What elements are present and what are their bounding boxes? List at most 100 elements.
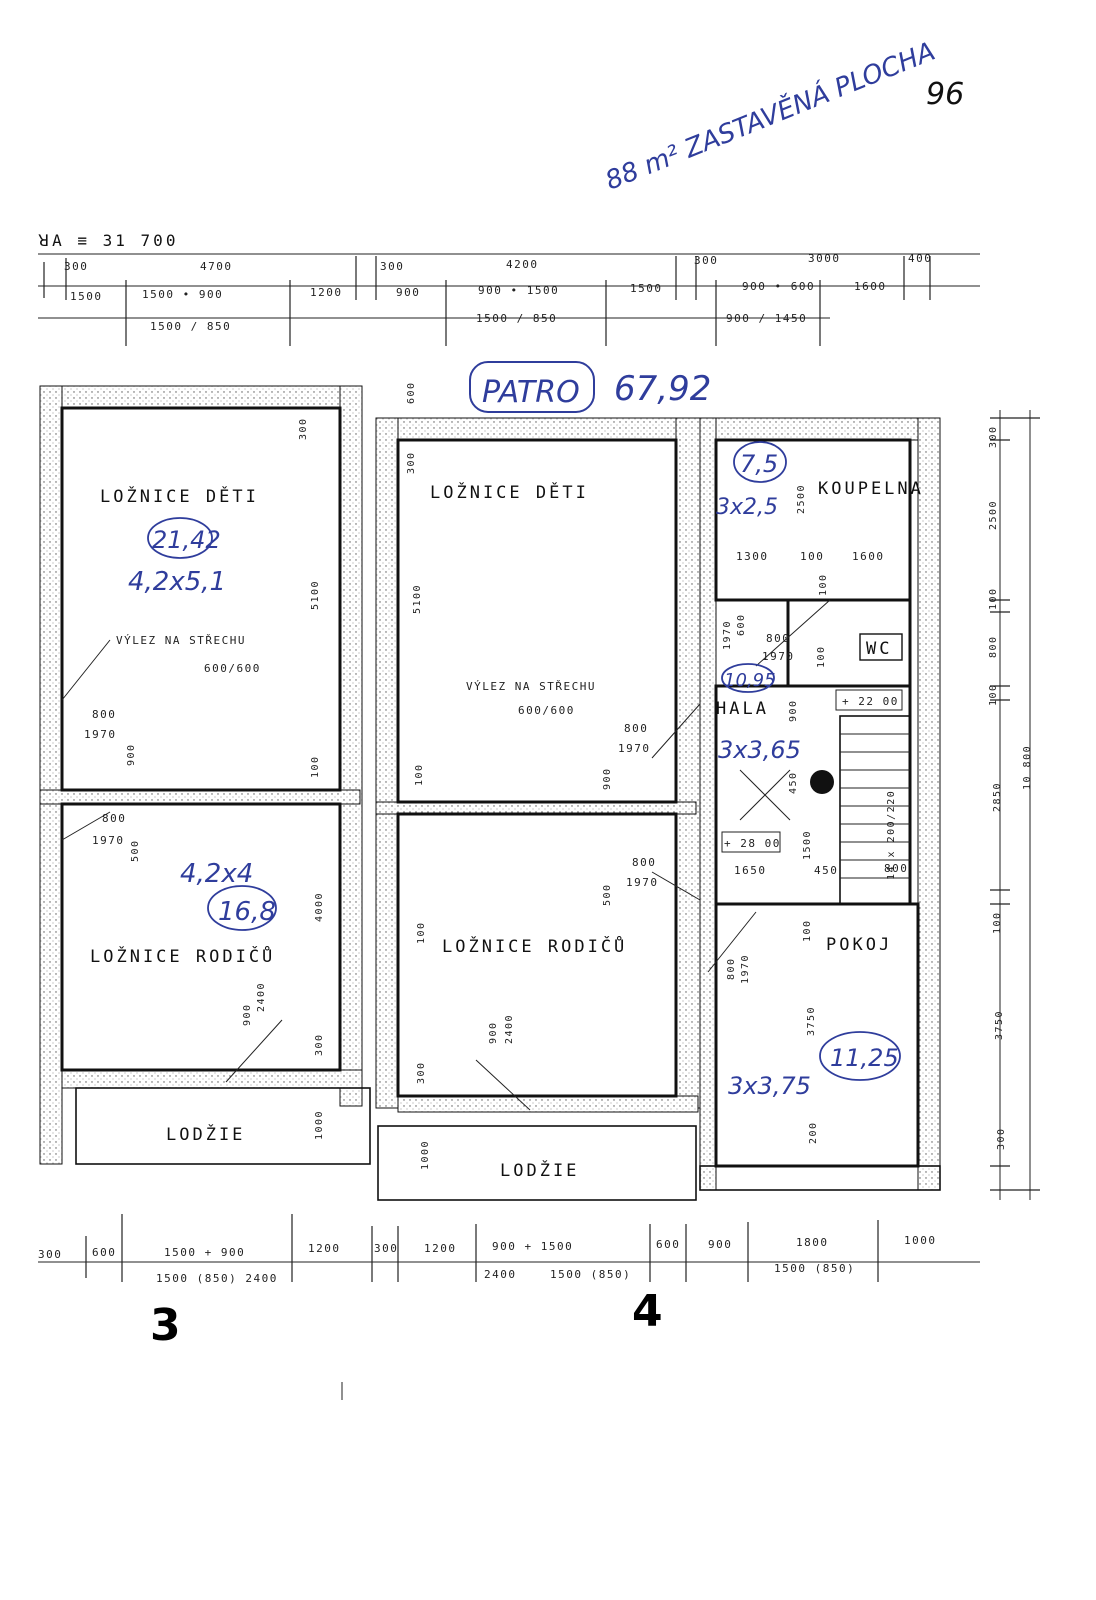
room-bathroom: KOUPELNA xyxy=(818,479,924,499)
bottom-dim-8: 600 xyxy=(656,1238,680,1251)
dim-1300: 1300 xyxy=(736,550,769,563)
bottom-dim-4: 1200 xyxy=(308,1242,341,1255)
dim-300b: 300 xyxy=(314,1033,325,1056)
dim-500a: 500 xyxy=(130,839,141,862)
bottom-dim-6: 1200 xyxy=(424,1242,457,1255)
dim-2400a: 2400 xyxy=(256,982,267,1012)
roof-access-mid: VÝLEZ NA STŘECHU xyxy=(466,680,596,693)
bottom-dim-5: 300 xyxy=(374,1242,398,1255)
bottom-dim-10: 1800 xyxy=(796,1236,829,1249)
bottom-dim-row2-3: 1500 (850) xyxy=(550,1268,631,1281)
top-dim-7: 400 xyxy=(908,252,932,265)
bottom-dim-row2-1: 1500 (850) 2400 xyxy=(156,1272,278,1285)
top-dim-6: 3000 xyxy=(808,252,841,265)
dim-100a: 100 xyxy=(310,755,321,778)
top-dim-row2-4: 900 xyxy=(396,286,420,299)
dim-900c: 900 xyxy=(488,1021,499,1044)
dim-1000b: 1000 xyxy=(420,1140,431,1170)
dim-100f: 100 xyxy=(816,645,827,668)
dim-300d: 300 xyxy=(416,1061,427,1084)
top-dim-row3-2: 1500 / 850 xyxy=(476,312,557,325)
door-800b: 800 xyxy=(102,812,126,825)
dim-900a: 900 xyxy=(126,743,137,766)
bottom-dim-3: 1500 + 900 xyxy=(164,1246,245,1259)
bottom-dim-9: 900 xyxy=(708,1238,732,1251)
area-note: 88 m² ZASTAVĚNÁ PLOCHA xyxy=(601,35,940,197)
top-dim-2: 4700 xyxy=(200,260,233,273)
dim-100d: 100 xyxy=(800,550,824,563)
door-800g: 800 xyxy=(726,957,737,980)
room-loggia-left: LODŽIE xyxy=(166,1123,245,1145)
walls xyxy=(39,385,941,1201)
top-dim-row2-6: 1500 xyxy=(630,282,663,295)
dim-1970e: 1970 xyxy=(722,620,733,650)
dim-300c: 300 xyxy=(406,451,417,474)
bottom-dim-row2-2: 2400 xyxy=(484,1268,517,1281)
door-swings xyxy=(61,599,831,1111)
stairs-label: 14 x 200/220 xyxy=(886,790,897,880)
interior-dimensions: 300 5100 100 4000 300 1000 600 300 5100 … xyxy=(84,381,908,1170)
top-dim-5: 300 xyxy=(694,254,718,267)
right-dim-4: 800 xyxy=(988,635,999,658)
dim-450a: 450 xyxy=(788,771,799,794)
right-dim-8: 3750 xyxy=(994,1010,1005,1040)
room-bedroom-kids-mid: LOŽNICE DĚTI xyxy=(430,481,589,503)
door-1970g: 1970 xyxy=(740,954,751,984)
right-dim-1: 300 xyxy=(988,425,999,448)
top-dim-row2-2: 1500 • 900 xyxy=(142,288,223,301)
dim-600: 600 xyxy=(406,381,417,404)
right-dim-6: 2850 xyxy=(992,782,1003,812)
dim-100g: 100 xyxy=(802,919,813,942)
bottom-dimension-chain: 300 600 1500 + 900 1200 300 1200 900 + 1… xyxy=(38,1214,980,1285)
floor-area: 67,92 xyxy=(614,369,711,409)
door-1970c: 1970 xyxy=(618,742,651,755)
area-pokoj: 11,25 xyxy=(830,1044,899,1072)
dim-100b: 100 xyxy=(414,763,425,786)
dim-600e: 600 xyxy=(736,613,747,636)
area-bathroom: 7,5 xyxy=(740,450,778,478)
dim-900b: 900 xyxy=(242,1003,253,1026)
dim-1000a: 1000 xyxy=(314,1110,325,1140)
bottom-dim-7: 900 + 1500 xyxy=(492,1240,573,1253)
door-800c: 800 xyxy=(624,722,648,735)
grid-axis-4: 4 xyxy=(632,1286,663,1337)
right-dim-2: 2500 xyxy=(988,500,999,530)
top-dim-row2-3: 1200 xyxy=(310,286,343,299)
dim-450b: 450 xyxy=(814,864,838,877)
dims-hall: 3x3,65 xyxy=(718,736,801,764)
roof-access-left-size: 600/600 xyxy=(204,662,261,675)
dim-500b: 500 xyxy=(602,883,613,906)
roof-access-mid-size: 600/600 xyxy=(518,704,575,717)
top-dim-row2-1: 1500 xyxy=(70,290,103,303)
bottom-dim-row2-4: 1500 (850) xyxy=(774,1262,855,1275)
dim-800e: 800 xyxy=(766,632,790,645)
dim-4000a: 4000 xyxy=(314,892,325,922)
room-bedroom-kids-left: LOŽNICE DĚTI xyxy=(100,485,259,507)
floor-title: PATRO 67,92 xyxy=(469,361,711,413)
right-dim-5: 100 xyxy=(988,683,999,706)
room-loggia-mid: LODŽIE xyxy=(500,1159,579,1181)
handwritten-areas: 21,42 4,2x5,1 4,2x4 16,8 7,5 3x2,5 10,95… xyxy=(128,441,901,1100)
level-lower: + 28 00 xyxy=(724,837,781,850)
room-pokoj: POKOJ xyxy=(826,935,892,955)
right-dim-7: 100 xyxy=(992,911,1003,934)
bottom-dim-1: 300 xyxy=(38,1248,62,1261)
door-800a: 800 xyxy=(92,708,116,721)
right-dim-9: 300 xyxy=(996,1127,1007,1150)
dim-5100a: 5100 xyxy=(310,580,321,610)
dims-pokoj: 3x3,75 xyxy=(728,1072,811,1100)
dims-kids-left: 4,2x5,1 xyxy=(128,567,226,597)
dim-900e: 900 xyxy=(788,699,799,722)
top-dim-row2-5: 900 • 1500 xyxy=(478,284,559,297)
top-dimension-chain: ꓤA ≡ 31 700 300 4700 300 4200 300 3000 4… xyxy=(38,231,980,346)
right-dim-3: 100 xyxy=(988,587,999,610)
door-1970d: 1970 xyxy=(626,876,659,889)
dim-800f: 800 xyxy=(884,862,908,875)
page-number: 96 xyxy=(926,77,964,112)
dim-5100b: 5100 xyxy=(412,584,423,614)
floor-name: PATRO xyxy=(482,375,580,410)
room-bedroom-parents-mid: LOŽNICE RODIČŮ xyxy=(442,935,627,957)
top-dim-4: 4200 xyxy=(506,258,539,271)
dim-300a: 300 xyxy=(298,417,309,440)
right-dimension-chain: 300 2500 100 800 100 2850 10 800 100 375… xyxy=(988,410,1040,1200)
